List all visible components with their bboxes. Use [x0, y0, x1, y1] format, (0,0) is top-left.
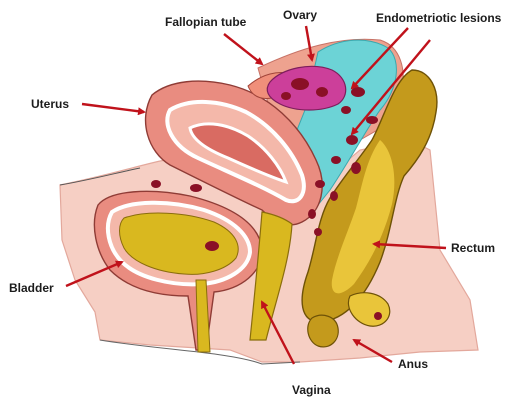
ovary-follicle: [281, 92, 291, 100]
label-rectum: Rectum: [451, 241, 495, 255]
arrow-fallopian-tube: [224, 34, 262, 64]
arrow-uterus: [82, 104, 144, 112]
label-anus: Anus: [398, 357, 428, 371]
ovary-follicle: [316, 87, 328, 97]
label-bladder: Bladder: [9, 281, 54, 295]
label-vagina: Vagina: [292, 383, 331, 397]
label-fallopian-tube: Fallopian tube: [165, 15, 246, 29]
anus: [308, 315, 339, 347]
label-uterus: Uterus: [31, 97, 69, 111]
label-ovary: Ovary: [283, 8, 317, 22]
ovary-follicle: [291, 78, 309, 90]
label-endometriotic-lesions: Endometriotic lesions: [376, 11, 501, 25]
